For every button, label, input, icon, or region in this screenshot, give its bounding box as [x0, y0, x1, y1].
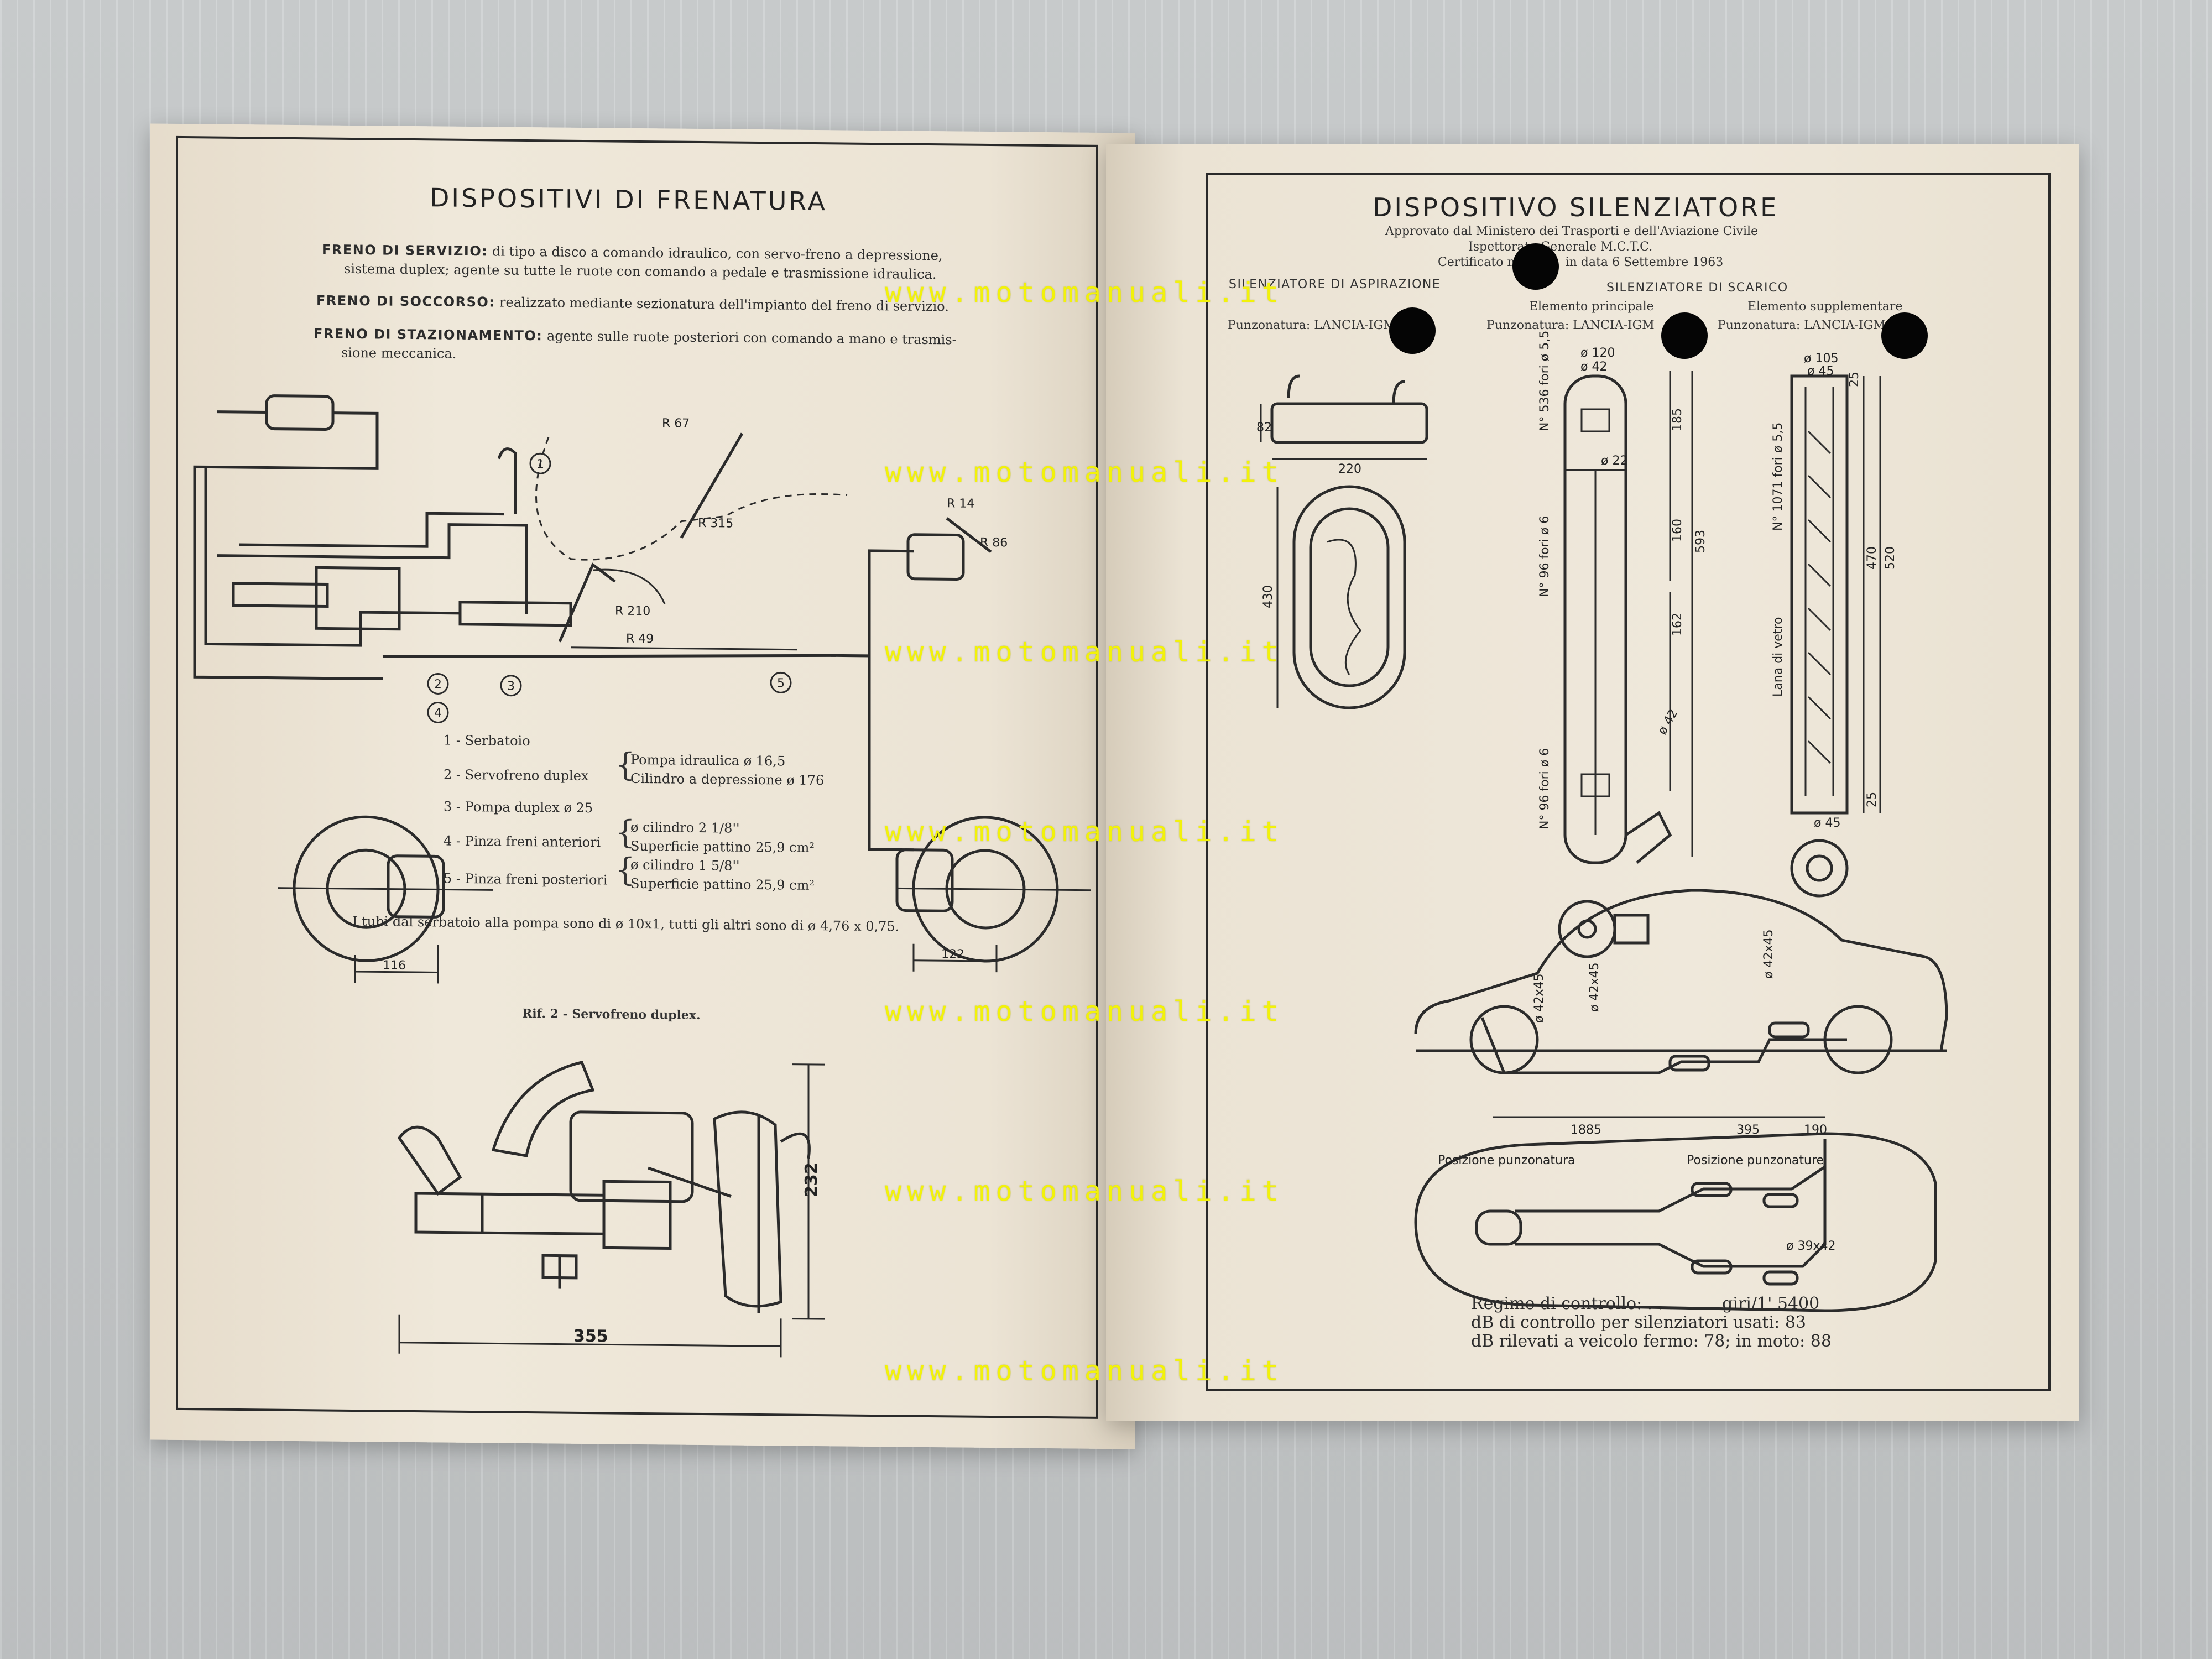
dim-190: 190: [1804, 1123, 1827, 1137]
certificate-prefix: Certificato n.: [1438, 255, 1519, 269]
watermark-3: www.motomanuali.it: [885, 636, 1284, 668]
right-page: DISPOSITIVO SILENZIATORE Approvato dal M…: [1106, 144, 2079, 1421]
redaction-dot-certificate: [1512, 243, 1559, 290]
elemento-principale: Elemento principale: [1529, 300, 1654, 314]
punzonatura-supplementare-text: Punzonatura: LANCIA-IGM: [1718, 319, 1886, 332]
servo-cylinder-shape: [315, 566, 401, 631]
intake-silencer-side: [1270, 402, 1428, 444]
dim-160: 160: [1671, 519, 1684, 542]
dim-25-top: 25: [1848, 372, 1861, 387]
dim-42-outlet: ø 42: [1656, 707, 1681, 737]
approved-line-2: Ispettorato Generale M.C.T.C.: [1468, 240, 1653, 254]
watermark-6: www.motomanuali.it: [885, 1175, 1284, 1207]
dim-395: 395: [1736, 1123, 1760, 1137]
dim-185: 185: [1671, 408, 1684, 431]
label-posizione-punzonature: Posizione punzonature: [1687, 1154, 1824, 1167]
callout-3: 3: [507, 680, 515, 693]
car-side-outline: [1414, 889, 1948, 1051]
watermark-2: www.motomanuali.it: [885, 456, 1284, 488]
pipe-dim-3: ø 42x45: [1762, 930, 1776, 979]
punzonatura-supplementare: Punzonatura: LANCIA-IGMS: [1718, 319, 1922, 332]
dim-122: 122: [941, 947, 964, 961]
servo-brake-drawing: 232 355: [397, 1061, 825, 1358]
elemento-supplementare: Elemento supplementare: [1747, 300, 1903, 314]
dim-25-bottom: 25: [1865, 792, 1879, 807]
punzonatura-principale: Punzonatura: LANCIA-IGM: [1486, 319, 1655, 332]
certificate-line: Certificato n. in data 6 Settembre 1963: [1438, 255, 1723, 269]
redaction-dot-principale: [1661, 312, 1708, 359]
dim-116: 116: [383, 958, 406, 972]
dim-105: ø 105: [1804, 352, 1838, 366]
callout-4: 4: [434, 706, 442, 720]
callout-2: 2: [434, 677, 442, 691]
dim-r315: R 315: [698, 517, 733, 531]
dim-220: 220: [1338, 462, 1361, 476]
dim-r14: R 14: [947, 497, 974, 510]
pipe-dim-1: ø 42x45: [1532, 974, 1546, 1023]
right-page-frame: [1206, 173, 2051, 1391]
exhaust-main-silencer: [1563, 374, 1627, 864]
left-page: DISPOSITIVI DI FRENATURA FRENO DI SERVIZ…: [150, 123, 1135, 1449]
dim-22: ø 22: [1601, 454, 1627, 468]
brake-system-diagram: R 67 R 315 R 210 R 49 R 14 R 86 116 122 …: [193, 394, 1091, 984]
regime-value: giri/1' 5400: [1722, 1294, 1820, 1313]
dim-470: 470: [1865, 546, 1879, 570]
certificate-suffix: in data 6 Settembre 1963: [1565, 255, 1724, 269]
note-96-holes-b: N° 96 fori ø 6: [1538, 748, 1552, 830]
dim-r49: R 49: [626, 632, 654, 646]
db-rilevati: dB rilevati a veicolo fermo: 78; in moto…: [1471, 1332, 1832, 1351]
scarico-header: SILENZIATORE DI SCARICO: [1606, 281, 1788, 295]
pipe-dim-2: ø 42x45: [1588, 963, 1601, 1012]
fig-dim-232: 232: [802, 1162, 821, 1197]
redaction-dot-supplementare: [1881, 312, 1928, 359]
note-96-holes-a: N° 96 fori ø 6: [1538, 516, 1552, 597]
punzonatura-aspirazione-text: Punzonatura: LANCIA-IGM: [1228, 319, 1396, 332]
fig-dim-355: 355: [573, 1327, 608, 1347]
callout-1: 1: [536, 457, 544, 471]
pump-body: [569, 1110, 694, 1203]
silencer-drawings: 82 220 430 ø 120 ø 42 ø 22 185 160 162 5…: [1256, 331, 1948, 1312]
callout-5: 5: [777, 676, 785, 690]
watermark-1: www.motomanuali.it: [885, 276, 1284, 309]
regime-label: Regime di controllo:: [1471, 1294, 1642, 1313]
regime-dots: . . . . .: [1647, 1294, 1695, 1313]
note-glass-wool: Lana di vetro: [1771, 617, 1785, 697]
watermark-7: www.motomanuali.it: [885, 1355, 1284, 1387]
dim-593: 593: [1694, 530, 1708, 553]
watermark-4: www.motomanuali.it: [885, 816, 1284, 848]
dim-r210: R 210: [615, 604, 650, 619]
dim-39x42: ø 39x42: [1786, 1239, 1835, 1253]
redaction-dot-aspirazione: [1389, 307, 1436, 354]
label-posizione-punzonatura: Posizione punzonatura: [1438, 1154, 1575, 1167]
dim-45-top: ø 45: [1807, 364, 1834, 378]
dim-82: 82: [1256, 421, 1272, 435]
intake-silencer-top: [1292, 485, 1406, 709]
vacuum-cylinder: [713, 1110, 782, 1308]
aspirazione-header: SILENZIATORE DI ASPIRAZIONE: [1229, 278, 1441, 291]
dim-120: ø 120: [1580, 346, 1615, 360]
dim-r67: R 67: [662, 416, 690, 430]
dim-45-bottom: ø 45: [1814, 816, 1840, 830]
car-top-outline: [1414, 1132, 1937, 1312]
dim-1885: 1885: [1571, 1123, 1601, 1137]
dim-r86: R 86: [980, 536, 1008, 550]
exhaust-supplementary-silencer: [1790, 374, 1849, 815]
db-silenziatori-usati: dB di controllo per silenziatori usati: …: [1471, 1313, 1806, 1332]
dim-430: 430: [1261, 585, 1275, 608]
dim-42: ø 42: [1580, 360, 1607, 374]
note-536-holes: N° 536 fori ø 5,5: [1538, 331, 1552, 431]
regime-controllo: Regime di controllo: . . . . . giri/1' 5…: [1471, 1294, 1819, 1313]
watermark-5: www.motomanuali.it: [885, 995, 1284, 1027]
dim-520: 520: [1884, 546, 1897, 570]
note-1071-holes: N° 1071 fori ø 5,5: [1771, 422, 1785, 531]
approved-line-1: Approvato dal Ministero dei Trasporti e …: [1385, 225, 1759, 238]
right-page-title: DISPOSITIVO SILENZIATORE: [1373, 192, 1779, 222]
dim-162: 162: [1671, 613, 1684, 636]
